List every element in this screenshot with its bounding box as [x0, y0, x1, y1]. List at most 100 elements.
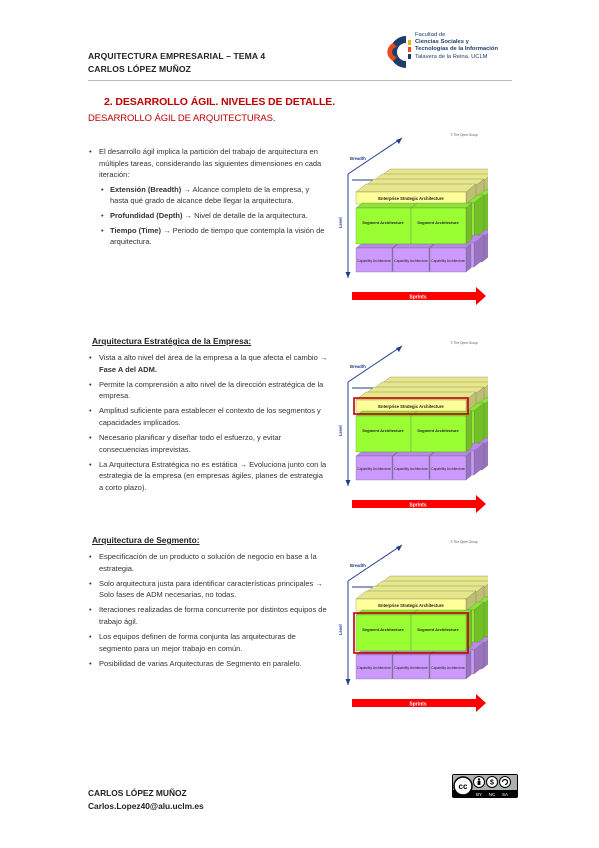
capability-label-1: Capability Architecture	[357, 467, 391, 471]
segment-label-2: Segment Architecture	[417, 428, 459, 433]
capability-block-1-front	[355, 455, 393, 481]
strategic-layer-top	[355, 590, 477, 600]
segment-label-2: Segment Architecture	[417, 627, 459, 632]
capability-block-1-top	[355, 243, 398, 249]
breadth-arrowhead	[396, 346, 402, 352]
copyright-label: © The Open Group	[450, 341, 477, 345]
sprints-label: Sprints	[409, 295, 426, 301]
level-arrowhead	[345, 272, 351, 278]
capability-label-3: Capability Architecture	[431, 467, 465, 471]
segment-label-1: Segment Architecture	[362, 220, 404, 225]
list-item: Especificación de un producto o solución…	[88, 551, 328, 574]
capability-block-3-side	[465, 451, 472, 481]
sa-label: SA	[502, 792, 508, 797]
page-header: ARQUITECTURA EMPRESARIAL – TEMA 4 CARLOS…	[88, 50, 528, 80]
segment-label-1: Segment Architecture	[362, 428, 404, 433]
sprints-label: Sprints	[409, 702, 426, 708]
capability-block-3-side	[465, 243, 472, 273]
capability-block-3-top	[429, 451, 472, 457]
header-author: CARLOS LÓPEZ MUÑOZ	[88, 64, 192, 74]
segment-architecture-title: Arquitectura de Segmento:	[92, 535, 200, 545]
segment-block-2-side	[465, 410, 473, 453]
list-item: Solo arquitectura justa para identificar…	[88, 578, 328, 601]
segment-block-1-front	[355, 415, 412, 453]
capability-block-1-front	[355, 654, 393, 680]
list-item: El desarrollo ágil implica la partición …	[88, 146, 328, 248]
header-divider	[88, 80, 512, 81]
capability-block-2-top	[392, 243, 435, 249]
segment-block-2-front	[410, 207, 467, 245]
agile-levels-diagram-1: © The Open GroupBreadthLevelTimeEnterpri…	[338, 133, 488, 305]
strategic-label: Enterprise Strategic Architecture	[378, 404, 444, 409]
segment-label-1: Segment Architecture	[362, 627, 404, 632]
segment-block-1-front	[355, 207, 412, 245]
list-item: Extensión (Breadth) → Alcance completo d…	[99, 184, 328, 207]
capability-block-3-front	[429, 247, 467, 273]
copyright-label: © The Open Group	[450, 540, 477, 544]
copyright-label: © The Open Group	[450, 133, 477, 137]
footer-author: CARLOS LÓPEZ MUÑOZ	[88, 788, 187, 798]
list-item: Iteraciones realizadas de forma concurre…	[88, 604, 328, 627]
list-item: Vista a alto nivel del área de la empres…	[88, 352, 328, 375]
capability-block-3-side	[465, 650, 472, 680]
capability-label-2: Capability Architecture	[394, 259, 428, 263]
list-item: Profundidad (Depth) → Nivel de detalle d…	[99, 210, 328, 222]
breadth-arrowhead	[396, 138, 402, 144]
capability-block-3-front	[429, 455, 467, 481]
capability-block-2-front	[392, 247, 430, 273]
capability-label-1: Capability Architecture	[357, 666, 391, 670]
breadth-axis	[347, 137, 403, 175]
capability-block-2-front	[392, 654, 430, 680]
list-item: Necesario planificar y diseñar todo el e…	[88, 432, 328, 455]
strategic-architecture-list: Vista a alto nivel del área de la empres…	[88, 352, 328, 497]
strategic-architecture-title: Arquitectura Estratégica de la Empresa:	[92, 336, 252, 346]
list-item: La Arquitectura Estratégica no es estáti…	[88, 459, 328, 494]
by-label: BY	[476, 792, 482, 797]
segment-block-2-front	[410, 415, 467, 453]
faculty-name: Facultad de Ciencias Sociales y Tecnolog…	[415, 32, 498, 60]
capability-block-2-front	[392, 455, 430, 481]
capability-label-2: Capability Architecture	[394, 467, 428, 471]
list-item: Amplitud suficiente para establecer el c…	[88, 405, 328, 428]
sprints-arrow	[352, 694, 486, 712]
segment-block-1-top	[355, 202, 418, 209]
breadth-axis	[347, 345, 403, 383]
segment-block-2-top	[410, 202, 473, 209]
capability-label-3: Capability Architecture	[431, 666, 465, 670]
footer-email: Carlos.Lopez40@alu.uclm.es	[88, 801, 204, 811]
level-arrowhead	[345, 679, 351, 685]
capability-label-3: Capability Architecture	[431, 259, 465, 263]
list-item: Los equipos definen de forma conjunta la…	[88, 631, 328, 654]
strategic-label: Enterprise Strategic Architecture	[378, 196, 444, 201]
segment-architecture-list: Especificación de un producto o solución…	[88, 551, 328, 673]
uclm-logo	[387, 36, 411, 68]
agile-dimensions-list: El desarrollo ágil implica la partición …	[88, 146, 328, 251]
breadth-label: Breadth	[350, 156, 366, 161]
creative-commons-badge: cc $ BY NC SA	[452, 774, 518, 798]
nc-label: NC	[489, 792, 496, 797]
segment-block-2-front	[410, 614, 467, 652]
agile-levels-diagram-3: © The Open GroupBreadthLevelTimeEnterpri…	[338, 540, 488, 712]
list-item: Permite la comprensión a alto nivel de l…	[88, 379, 328, 402]
segment-block-1-front	[355, 614, 412, 652]
sprints-arrow	[352, 495, 486, 513]
segment-block-2-side	[465, 609, 473, 652]
strategic-highlight	[353, 397, 469, 415]
list-item: Posibilidad de varias Arquitecturas de S…	[88, 658, 328, 670]
capability-block-3-front	[429, 654, 467, 680]
capability-label-2: Capability Architecture	[394, 666, 428, 670]
level-label: Level	[338, 624, 343, 635]
level-label: Level	[338, 217, 343, 228]
breadth-axis	[347, 544, 403, 582]
breadth-label: Breadth	[350, 364, 366, 369]
segment-label-2: Segment Architecture	[417, 220, 459, 225]
svg-text:$: $	[490, 780, 494, 787]
capability-block-2-top	[392, 451, 435, 457]
section-title: 2. DESARROLLO ÁGIL. NIVELES DE DETALLE.	[104, 96, 336, 108]
strategic-label: Enterprise Strategic Architecture	[378, 603, 444, 608]
capability-block-3-top	[429, 243, 472, 249]
segment-highlight	[353, 612, 469, 654]
agile-levels-diagram-2: © The Open GroupBreadthLevelTimeEnterpri…	[338, 341, 488, 513]
breadth-arrowhead	[396, 545, 402, 551]
capability-label-1: Capability Architecture	[357, 259, 391, 263]
